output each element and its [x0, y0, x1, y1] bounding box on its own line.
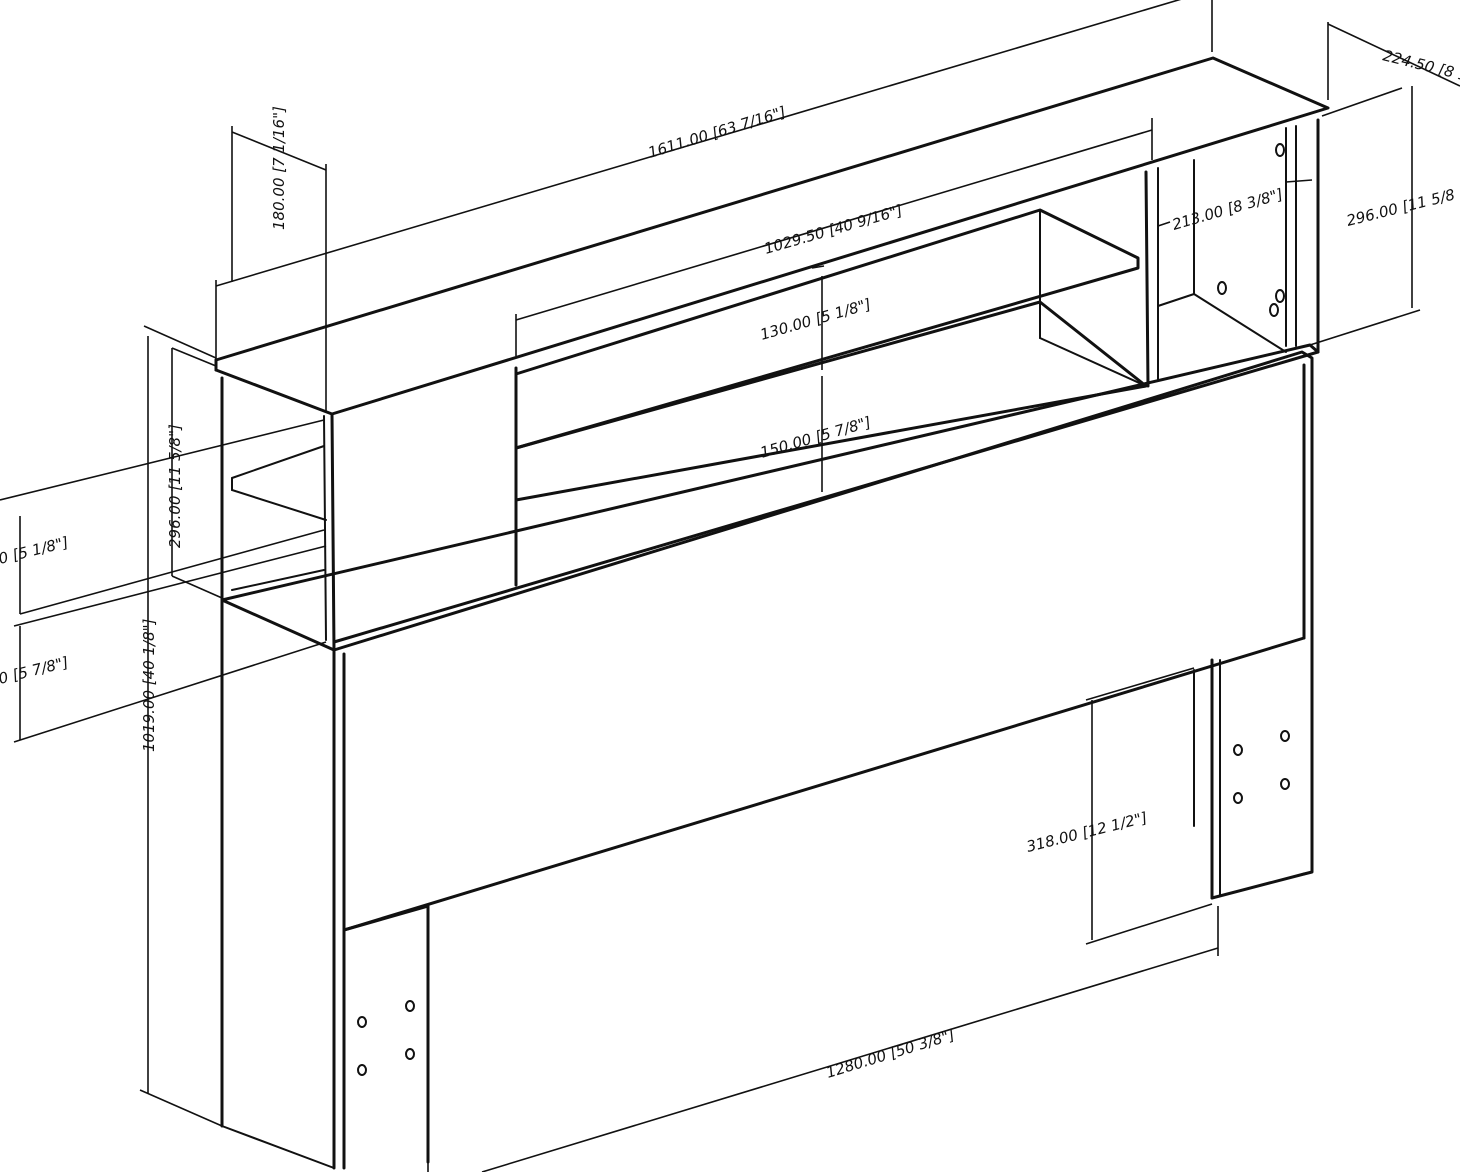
label-top-width: 1611.00 [63 7/16"]	[646, 103, 788, 162]
label-side-height: 180.00 [7 1/16"]	[270, 106, 288, 230]
label-base-width: 1280.00 [50 3/8"]	[824, 1026, 957, 1082]
label-leg-height: 318.00 [12 1/2"]	[1025, 808, 1150, 855]
left-leg	[342, 904, 430, 1164]
label-right-compartment: 213.00 [8 3/8"]	[1170, 185, 1285, 234]
label-upper-shelf-gap: 130.00 [5 1/8"]	[758, 295, 873, 344]
label-left-height: 296.00 [11 5/8"]	[166, 424, 184, 548]
label-depth: 224.50 [8 1	[1381, 46, 1460, 85]
headboard-panel	[220, 350, 1314, 1170]
label-left-upper-gap: 0 [5 1/8"]	[0, 533, 70, 568]
label-left-lower-gap: 0 [5 7/8"]	[0, 653, 70, 688]
label-total-height: 1019.00 [40 1/8"]	[140, 618, 158, 752]
dimension-labels: 1611.00 [63 7/16"] 1029.50 [40 9/16"] 18…	[0, 46, 1460, 1081]
bookcase-top	[214, 56, 1330, 652]
right-leg	[1193, 658, 1306, 900]
label-shelf-width: 1029.50 [40 9/16"]	[762, 201, 905, 258]
label-right-height: 296.00 [11 5/8	[1345, 186, 1457, 230]
